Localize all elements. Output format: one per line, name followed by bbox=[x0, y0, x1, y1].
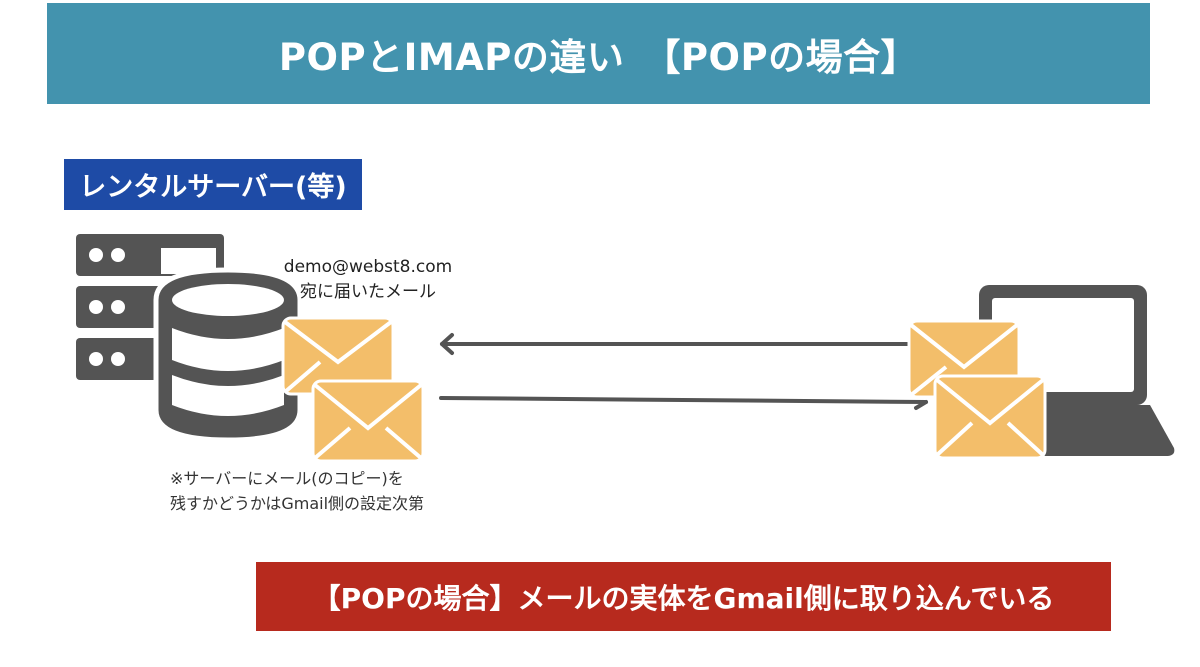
summary-banner: 【POPの場合】メールの実体をGmail側に取り込んでいる bbox=[256, 562, 1111, 631]
envelope-icon bbox=[933, 374, 1047, 460]
mail-address: demo@webst8.com bbox=[283, 257, 453, 277]
page-title: POPとIMAPの違い 【POPの場合】 bbox=[278, 35, 919, 79]
database-icon bbox=[153, 267, 303, 443]
mail-address-caption: demo@webst8.com 宛に届いたメール bbox=[268, 255, 468, 305]
note-line-2: 残すかどうかはGmail側の設定次第 bbox=[170, 494, 425, 513]
server-label-text: レンタルサーバー(等) bbox=[79, 172, 347, 203]
server-label-badge: レンタルサーバー(等) bbox=[64, 159, 362, 210]
envelope-icon bbox=[311, 379, 425, 463]
server-rack-icon bbox=[76, 234, 224, 380]
mail-caption: 宛に届いたメール bbox=[300, 282, 436, 302]
title-banner: POPとIMAPの違い 【POPの場合】 bbox=[47, 3, 1150, 104]
note-line-1: ※サーバーにメール(のコピー)を bbox=[170, 469, 404, 488]
summary-text: 【POPの場合】メールの実体をGmail側に取り込んでいる bbox=[312, 581, 1055, 615]
envelope-icon bbox=[281, 316, 395, 396]
arrow-left-icon bbox=[440, 333, 914, 355]
server-note: ※サーバーにメール(のコピー)を 残すかどうかはGmail側の設定次第 bbox=[170, 466, 424, 516]
arrow-right-icon bbox=[439, 396, 928, 410]
